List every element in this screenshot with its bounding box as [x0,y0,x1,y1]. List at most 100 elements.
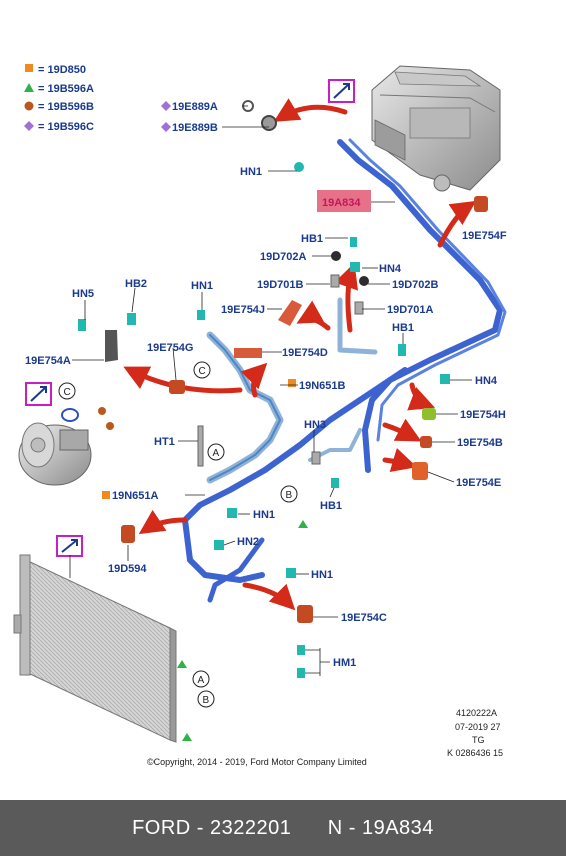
label-hn1-low: HN1 [253,509,275,521]
legend-label-19d850: = 19D850 [38,64,86,76]
label-hn4-top: HN4 [379,263,402,275]
bracket-19e754a [105,330,118,362]
clip-hn5 [78,319,86,331]
label-hm1: HM1 [333,657,356,669]
fitting-compressor [61,408,79,422]
circle-ref-c-mid: C [193,361,211,379]
condenser-tag-arrow-icon [61,539,78,553]
nut-19d702a [331,251,341,261]
ac-compressor [18,422,92,486]
leader-lines [69,105,472,676]
label-19d701a: 19D701A [387,304,434,316]
label-19e754h: 19E754H [460,409,506,421]
cap-19e754d [234,348,262,358]
svg-text:B: B [286,490,293,501]
oring-19b596a-b [177,660,187,668]
oring-19b596b-b [106,422,114,430]
label-hn4-mid: HN4 [475,375,498,387]
svg-text:C: C [199,366,206,377]
cap-19e754f [474,196,488,212]
valve-hb1-top [350,237,357,247]
label-19e754b: 19E754B [457,437,503,449]
legend-triangle-19b596a [24,83,34,92]
label-hb1-mid: HB1 [392,322,414,334]
clip-hn1-bottom [286,568,296,578]
clip-hn3 [311,451,321,465]
label-hn3: HN3 [304,419,326,431]
footer-brand-part: FORD - 2322201 [132,816,292,839]
label-19n651b: 19N651B [299,380,346,392]
cap-19e754e [412,462,428,480]
circle-ref-b-mid: B [280,485,298,503]
clip-hn4-mid [440,374,450,384]
compressor-magenta-tag [25,382,52,406]
footer-gap [291,817,327,840]
square-19n651a [102,491,110,499]
clip-hn1-mid [197,310,205,320]
svg-text:B: B [203,695,210,706]
legend-circle-19b596b [24,101,34,111]
condenser [13,554,177,743]
circle-ref-a-bottom: A [192,670,210,688]
clips-and-fittings [61,100,488,741]
liquid-line [182,367,408,603]
label-19e754d: 19E754D [282,347,328,359]
label-19e754j: 19E754J [221,304,265,316]
highlight-19a834 [317,190,371,212]
footer-oem-part: N - 19A834 [327,816,434,839]
label-19d594: 19D594 [108,563,147,575]
hvac-tag-arrow-icon [333,83,350,99]
circle-ref-c-top: C [58,382,76,400]
oring-19b596a-c [182,733,192,741]
label-19d702a: 19D702A [260,251,307,263]
clip-hn2 [214,540,224,550]
svg-text:A: A [213,448,220,459]
nut-19d702b [359,276,369,286]
label-19d701b: 19D701B [257,279,304,291]
circle-ref-a-mid: A [207,443,225,461]
valve-hb1-low [331,478,339,488]
label-hb1-top: HB1 [301,233,323,245]
label-19e754g: 19E754G [147,342,193,354]
copyright-text: ©Copyright, 2014 - 2019, Ford Motor Comp… [147,757,367,767]
cap-19d594 [121,525,135,543]
label-19e889b: 19E889B [172,122,218,134]
legend-diamond-19b596c [24,121,34,131]
label-19e754c: 19E754C [341,612,387,624]
diamond-19e889a [161,101,171,111]
direction-arrows [123,98,477,611]
label-19a834: 19A834 [322,197,361,209]
legend-label-19b596b: = 19B596B [38,101,94,113]
label-hb2: HB2 [125,278,147,290]
label-hn2: HN2 [237,536,259,548]
valve-hb1-mid [398,344,406,356]
label-19d702b: 19D702B [392,279,439,291]
refrigerant-hose-19a834 [337,138,507,473]
cap-19e754c [297,605,313,623]
legend-square-19d850 [25,64,33,72]
compressor-tag-arrow-icon [30,386,47,402]
cap-19e754j [278,300,302,326]
diamond-19e889b [161,122,171,132]
illustration-k-code: K 0286436 15 [447,748,503,758]
valve-19d701b [330,274,340,288]
square-19n651b [288,379,296,387]
valve-19d701a [354,301,364,315]
label-hn1-bottom: HN1 [311,569,333,581]
svg-text:C: C [64,387,71,398]
washer-19e889b [261,115,277,131]
label-ht1: HT1 [154,436,175,448]
clip-hm1-b [297,668,305,678]
clip-hm1-a [297,645,305,655]
label-hn1-mid: HN1 [191,280,213,292]
label-19e754f: 19E754F [462,230,507,242]
label-hn5: HN5 [72,288,94,300]
label-19e889a: 19E889A [172,101,218,113]
clip-hb2 [127,313,136,325]
clip-hn1-low [227,508,237,518]
illustration-number: 4120222A [456,708,497,718]
label-19e754a: 19E754A [25,355,71,367]
cap-19e754h [422,408,436,420]
callout-labels: 19E889A 19E889B HN1 19A834 HB1 19D702A H… [25,101,507,669]
cap-19e754g [169,380,185,394]
